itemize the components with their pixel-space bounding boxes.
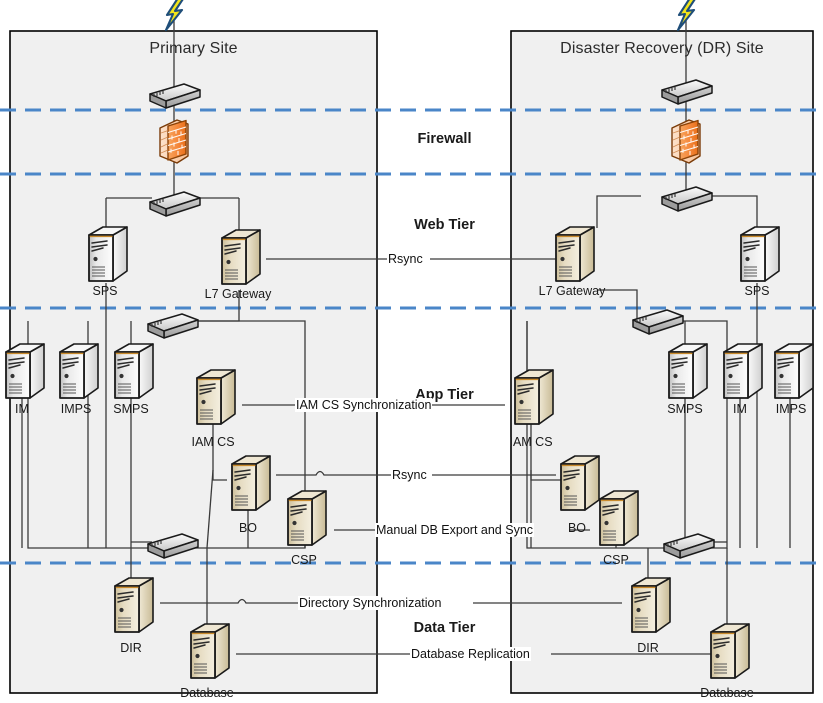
tier-label-firewall: Firewall [417,131,472,147]
p-bo-label: BO [238,521,258,535]
dr-site-title: Disaster Recovery (DR) Site [560,40,764,57]
p-im-server-icon[interactable] [5,343,45,399]
link-label-dir-sync: Directory Synchronization [298,596,443,610]
d-sw-edge-switch-icon[interactable] [661,79,713,105]
edge-d-l7-down [597,289,638,321]
d-dir-server-icon[interactable] [631,577,671,633]
p-sps-server-icon[interactable] [88,226,128,282]
d-im-server-icon[interactable] [723,343,763,399]
p-sw-web-switch-icon[interactable] [149,191,201,217]
p-db-server-icon[interactable] [190,623,230,679]
link-label-rsync-app: Rsync [391,468,428,482]
p-iamcs-server-icon[interactable] [196,369,236,425]
d-bo-server-icon[interactable] [560,455,600,511]
d-dir-label: DIR [637,641,659,655]
tier-label-data: Data Tier [413,620,476,636]
p-smps-server-icon[interactable] [114,343,154,399]
d-sw-web-switch-icon[interactable] [661,186,713,212]
d-smps-label: SMPS [667,402,703,416]
link-line-rsync-app [276,470,556,476]
p-csp-label: CSP [291,553,317,567]
link-label-iamcs-sync: IAM CS Synchronization [295,398,433,412]
d-db-server-icon[interactable] [710,623,750,679]
link-line-dir-sync [160,598,622,604]
p-iamcs-label: IAM CS [191,435,235,449]
p-smps-label: SMPS [113,402,149,416]
p-l7-label: L7 Gateway [204,287,272,301]
d-l7-label: L7 Gateway [538,284,606,298]
p-sw-edge-switch-icon[interactable] [149,83,201,109]
p-bolt-lightning-bolt-icon [164,0,184,32]
d-sw-app-switch-icon[interactable] [632,309,684,335]
primary-site-title: Primary Site [149,40,238,57]
d-imps-label: IMPS [775,402,807,416]
p-db-label: Database [180,686,234,700]
link-label-manual-db: Manual DB Export and Sync [375,523,535,537]
p-im-label: IM [15,402,29,416]
p-imps-label: IMPS [60,402,92,416]
p-sw-data-switch-icon[interactable] [147,533,199,559]
p-bo-server-icon[interactable] [231,455,271,511]
d-csp-server-icon[interactable] [599,490,639,546]
d-fw-firewall-icon[interactable] [671,119,701,164]
p-sw-app-switch-icon[interactable] [147,313,199,339]
icon-layer [5,0,814,679]
p-fw-firewall-icon[interactable] [159,119,189,164]
p-dir-label: DIR [120,641,142,655]
d-sw-data-switch-icon[interactable] [663,533,715,559]
p-l7-server-icon[interactable] [221,229,261,285]
d-db-label: Database [700,686,754,700]
tier-dividers [0,108,823,565]
p-dir-server-icon[interactable] [114,577,154,633]
tier-label-web: Web Tier [414,217,475,233]
edge-p-iamcs-down [212,412,227,481]
d-iamcs-label: IAM CS [509,435,553,449]
d-iamcs-server-icon[interactable] [514,369,554,425]
d-sps-label: SPS [744,284,770,298]
edge-p-iamcs-bottom [206,469,214,549]
d-csp-label: CSP [603,553,629,567]
d-smps-server-icon[interactable] [668,343,708,399]
p-csp-server-icon[interactable] [287,490,327,546]
edge-d-sw-web-right [710,195,758,228]
link-label-rsync-web: Rsync [387,252,424,266]
p-imps-server-icon[interactable] [59,343,99,399]
d-bolt-lightning-bolt-icon [676,0,696,32]
d-bo-label: BO [567,521,587,535]
d-sps-server-icon[interactable] [740,226,780,282]
d-imps-server-icon[interactable] [774,343,814,399]
link-label-db-repl: Database Replication [410,647,531,661]
p-sps-label: SPS [92,284,118,298]
edge-d-sw-web-left [596,195,641,228]
d-l7-server-icon[interactable] [555,226,595,282]
d-im-label: IM [733,402,747,416]
